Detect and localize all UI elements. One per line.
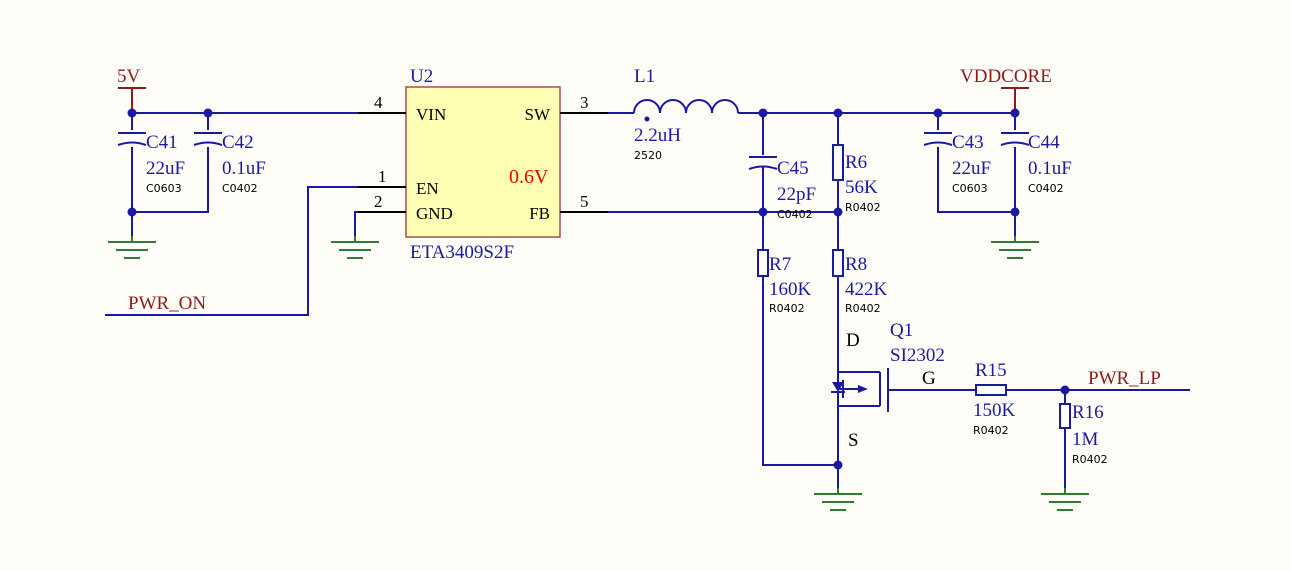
capacitor-c41: C41 22uF C0603	[117, 132, 185, 195]
svg-text:C0402: C0402	[777, 208, 813, 221]
svg-text:R0402: R0402	[1072, 453, 1108, 466]
svg-text:C0603: C0603	[952, 182, 988, 195]
net-label-pwr-lp: PWR_LP	[1088, 368, 1161, 389]
svg-text:C0603: C0603	[146, 182, 182, 195]
svg-text:R6: R6	[845, 152, 867, 173]
svg-text:0.1uF: 0.1uF	[1028, 158, 1072, 179]
capacitor-c42: C42 0.1uF C0402	[193, 132, 266, 195]
ic-u2: U2 ETA3409S2F 0.6V VIN EN GND SW FB 4 1 …	[358, 66, 608, 263]
svg-text:R0402: R0402	[845, 302, 881, 315]
mosfet-q1: Q1 SI2302 D G S	[831, 320, 945, 451]
net-label-5v: 5V	[117, 66, 141, 87]
svg-text:2520: 2520	[634, 149, 662, 162]
ground-symbol	[991, 236, 1039, 259]
svg-text:R8: R8	[845, 254, 867, 275]
inductor-l1: L1 2.2uH 2520	[633, 66, 739, 162]
svg-text:R15: R15	[975, 360, 1007, 381]
ground-symbol	[331, 236, 379, 259]
svg-text:R0402: R0402	[845, 201, 881, 214]
svg-text:C0402: C0402	[1028, 182, 1064, 195]
svg-text:Q1: Q1	[890, 320, 913, 341]
svg-text:22uF: 22uF	[146, 158, 185, 179]
svg-text:2.2uH: 2.2uH	[634, 125, 681, 146]
power-port-vddcore: VDDCORE	[960, 66, 1052, 113]
svg-text:R16: R16	[1072, 402, 1104, 423]
svg-text:C43: C43	[952, 132, 984, 153]
svg-text:SW: SW	[525, 105, 551, 124]
svg-text:D: D	[846, 330, 860, 351]
svg-text:R0402: R0402	[769, 302, 805, 315]
svg-text:22uF: 22uF	[952, 158, 991, 179]
net-label-vddcore: VDDCORE	[960, 66, 1052, 87]
svg-text:2: 2	[374, 192, 383, 211]
svg-text:3: 3	[580, 93, 589, 112]
svg-text:C41: C41	[146, 132, 178, 153]
svg-text:C42: C42	[222, 132, 254, 153]
svg-text:1M: 1M	[1072, 429, 1099, 450]
svg-text:G: G	[922, 368, 936, 389]
svg-text:L1: L1	[634, 66, 655, 87]
capacitor-c45: C45 22pF C0402	[748, 156, 816, 221]
ground-symbol	[1041, 488, 1089, 511]
svg-text:C0402: C0402	[222, 182, 258, 195]
svg-text:SI2302: SI2302	[890, 345, 945, 366]
junctions	[127, 108, 1070, 470]
svg-text:C44: C44	[1028, 132, 1060, 153]
power-port-5v: 5V	[117, 66, 146, 113]
svg-text:4: 4	[374, 93, 383, 112]
net-label-pwr-on: PWR_ON	[128, 293, 206, 314]
svg-text:GND: GND	[416, 204, 453, 223]
resistor-r6: R6 56K R0402	[832, 144, 881, 214]
ic-ref: U2	[410, 66, 433, 87]
svg-text:56K: 56K	[845, 177, 878, 198]
svg-text:5: 5	[580, 192, 589, 211]
svg-text:FB: FB	[529, 204, 550, 223]
ground-symbol	[814, 488, 862, 511]
capacitor-c43: C43 22uF C0603	[923, 132, 991, 195]
svg-text:EN: EN	[416, 179, 439, 198]
svg-text:R0402: R0402	[973, 424, 1009, 437]
svg-text:0.1uF: 0.1uF	[222, 158, 266, 179]
capacitor-c44: C44 0.1uF C0402	[1000, 132, 1072, 195]
svg-text:160K: 160K	[769, 279, 812, 300]
svg-text:VIN: VIN	[416, 105, 446, 124]
resistor-r15: R15 150K R0402	[973, 360, 1016, 437]
svg-text:422K: 422K	[845, 279, 888, 300]
resistor-r16: R16 1M R0402	[1059, 402, 1108, 466]
ic-note: 0.6V	[509, 166, 549, 188]
svg-text:150K: 150K	[973, 400, 1016, 421]
ic-part: ETA3409S2F	[410, 242, 514, 263]
svg-text:S: S	[848, 430, 859, 451]
resistor-r7: R7 160K R0402	[757, 249, 812, 315]
ground-symbol	[108, 236, 156, 259]
svg-text:22pF: 22pF	[777, 184, 816, 205]
svg-text:R7: R7	[769, 254, 791, 275]
svg-text:1: 1	[378, 167, 387, 186]
svg-text:C45: C45	[777, 158, 809, 179]
resistor-r8: R8 422K R0402	[832, 249, 888, 315]
